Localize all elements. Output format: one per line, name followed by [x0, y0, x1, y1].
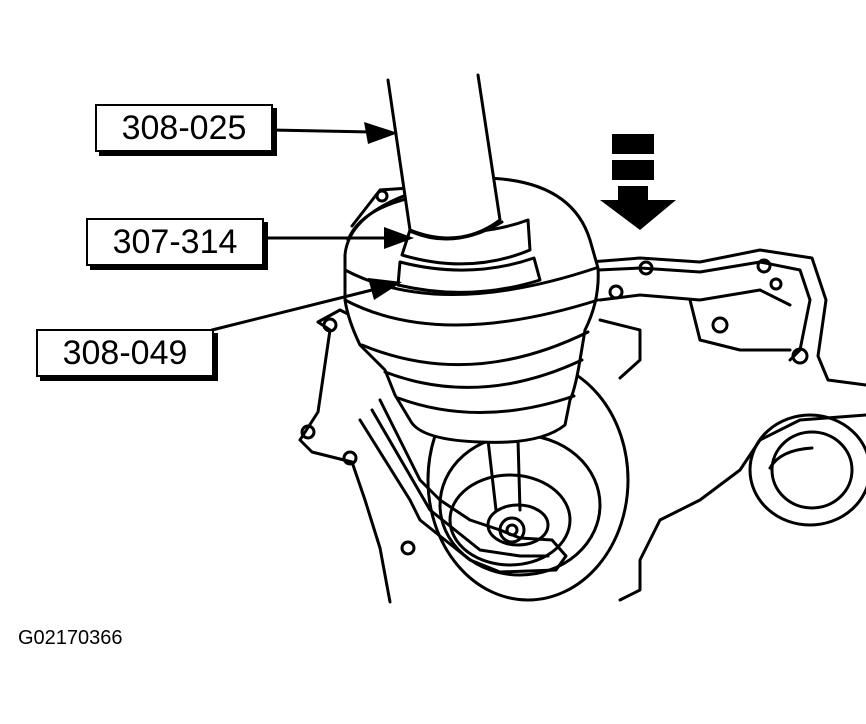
callout-tool-307-314: 307-314: [86, 218, 264, 266]
installer-ring: [360, 330, 590, 367]
input-shaft: [486, 438, 522, 512]
bolt-hole: [322, 317, 338, 333]
callout-tool-308-025: 308-025: [95, 104, 273, 152]
leader-308-025: [269, 128, 374, 134]
bolt-hole: [769, 277, 783, 291]
leader-308-049: [210, 288, 374, 332]
bolt-hole: [375, 189, 389, 203]
callout-label: 308-049: [62, 334, 188, 372]
installer-ring: [343, 298, 600, 327]
bolt-hole: [756, 258, 772, 274]
bearing-bore-outer: [748, 413, 866, 527]
bolt-hole: [638, 260, 654, 276]
figure-id: G02170366: [18, 627, 123, 649]
case-web: [598, 298, 792, 380]
bolt-hole: [300, 424, 316, 440]
pump-ring-inner: [448, 473, 572, 567]
handle-bottom: [410, 220, 504, 241]
callout-tool-308-049: 308-049: [36, 329, 214, 377]
bearing-bore-rim: [768, 446, 814, 470]
pump-hub: [486, 503, 550, 547]
bolt-hole: [791, 347, 809, 365]
bolt-hole: [608, 284, 624, 300]
arrowhead: [368, 278, 402, 300]
bolt-hole: [400, 540, 416, 556]
installer-ring: [396, 394, 576, 414]
bolt-hole: [342, 450, 358, 466]
case-flange: [596, 260, 812, 362]
arrowhead: [364, 122, 398, 144]
callout-label: 308-025: [121, 109, 247, 147]
callout-label: 307-314: [112, 223, 238, 261]
pump-center: [498, 516, 526, 544]
press-direction-arrow: [600, 134, 676, 230]
pump-center-bolt: [505, 523, 519, 537]
installer-ring: [346, 196, 412, 242]
bolt-hole: [711, 316, 729, 334]
arrowhead: [384, 227, 414, 249]
adapter-308-049: [396, 256, 542, 294]
bearing-bore-inner: [770, 430, 854, 510]
gasket-inner: [370, 408, 550, 558]
installer-ring: [383, 358, 584, 389]
